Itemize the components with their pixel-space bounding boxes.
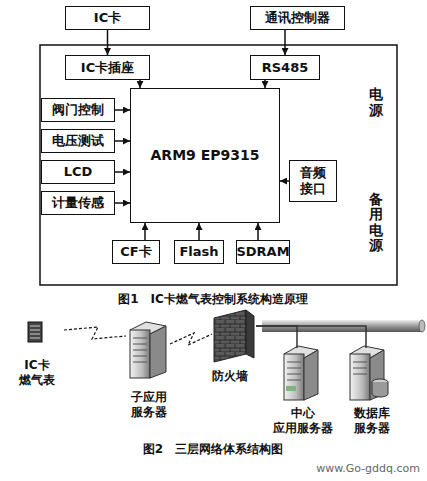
node-label: 电压测试 (52, 133, 104, 149)
power-band: 备用电源 (355, 160, 397, 285)
signal-arrow (115, 140, 130, 142)
signal-arrow (257, 223, 259, 240)
socket-box: IC卡插座 (65, 55, 150, 80)
database-icon (350, 346, 388, 400)
memory-box: SDRAM (236, 240, 290, 264)
node-label: IC卡 (94, 10, 121, 26)
figure-caption: 图2 三层网络体系结构图 (143, 441, 283, 458)
signal-arrow (115, 109, 130, 111)
server-node: 中心 应用服务器 (266, 344, 340, 436)
signal-arrow (115, 171, 130, 173)
wireless-link (170, 333, 212, 345)
signal-arrow (264, 80, 266, 88)
node-label: 备用电源 (369, 192, 383, 254)
node-label: 阀门控制 (52, 102, 104, 118)
node-label: 音频 接口 (292, 165, 334, 196)
meter-icon (28, 322, 42, 342)
housing-frame (40, 45, 397, 285)
signal-arrow (115, 202, 130, 204)
server-icon (284, 346, 318, 400)
card-box: IC卡 (65, 6, 150, 30)
figure-caption: 图1 IC卡燃气表控制系统构造原理 (118, 291, 308, 308)
signal-arrow (139, 80, 141, 88)
firewall-icon (214, 310, 254, 362)
node-label: 中心 应用服务器 (267, 406, 339, 435)
node-label: SDRAM (236, 244, 289, 260)
module-box: LCD (41, 160, 115, 184)
node-label: LCD (64, 164, 93, 180)
network-link (256, 326, 366, 348)
node-label: CF卡 (120, 244, 151, 260)
signal-arrow (284, 30, 286, 55)
wireless-link (64, 327, 126, 339)
server-node: 数据库 服务器 (340, 344, 404, 436)
watermark: www.Go-gddq.com (316, 462, 420, 475)
node-label: Flash (179, 244, 218, 260)
node-label: IC卡 燃气表 (7, 358, 67, 387)
signal-arrow (280, 180, 289, 182)
signal-arrow (107, 30, 109, 55)
memory-box: Flash (174, 240, 224, 264)
server-node: 子应用 服务器 (112, 322, 186, 420)
node-label: 子应用 服务器 (113, 390, 185, 419)
module-box: 阀门控制 (41, 98, 115, 122)
power-band: 电源 (355, 45, 397, 160)
node-label: 数据库 服务器 (341, 406, 403, 435)
signal-arrow (144, 223, 146, 240)
node-label: 电源 (369, 87, 383, 118)
node-label: 防火墙 (212, 369, 248, 383)
node-label: RS485 (262, 60, 309, 76)
server-icon (130, 322, 166, 378)
module-box: 电压测试 (41, 129, 115, 153)
signal-arrow (198, 223, 200, 240)
memory-box: CF卡 (112, 240, 160, 264)
module-box: 计量传感 (41, 191, 115, 215)
node-label: 计量传感 (52, 195, 104, 211)
node-label: ARM9 EP9315 (151, 147, 260, 164)
processor-box: ARM9 EP9315 (130, 88, 280, 223)
interface-box: RS485 (250, 55, 320, 80)
node-label: IC卡插座 (81, 60, 134, 76)
device-node: IC卡 燃气表 (6, 316, 68, 388)
network-link (256, 326, 297, 348)
controller-box: 通讯控制器 (250, 6, 345, 30)
node-label: 通讯控制器 (265, 10, 330, 26)
interface-box: 音频 接口 (289, 160, 337, 202)
firewall-node: 防火墙 (196, 308, 264, 384)
